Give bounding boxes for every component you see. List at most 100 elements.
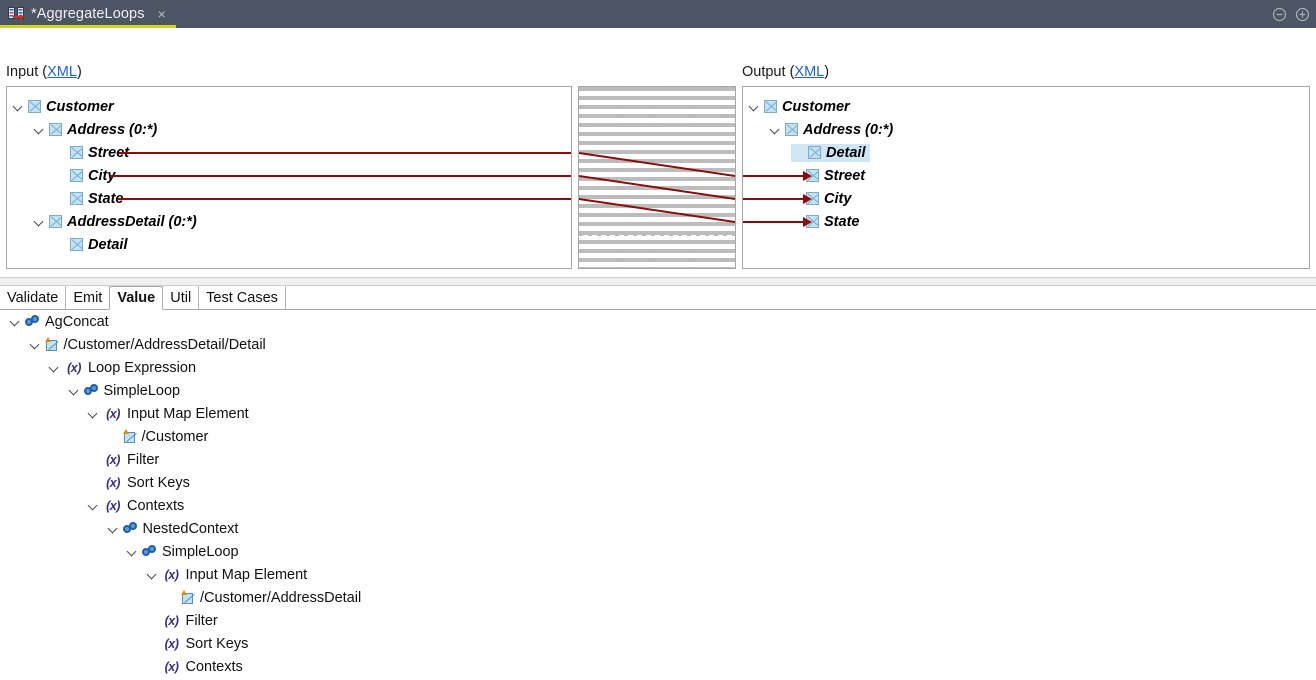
expression-icon: (x) (164, 636, 179, 651)
tree-row[interactable]: Address (0:*) (770, 118, 893, 141)
tab-value[interactable]: Value (109, 286, 164, 310)
grid-line-vertical (616, 87, 617, 268)
expression-node-label: Input Map Element (185, 566, 308, 583)
output-format-link[interactable]: XML (794, 64, 825, 80)
expression-tree-row[interactable]: (x)Loop Expression (49, 356, 196, 379)
chevron-down-icon[interactable] (749, 101, 760, 112)
expression-icon: (x) (67, 360, 81, 375)
expression-node-label: Contexts (185, 658, 243, 675)
chevron-down-icon[interactable] (127, 546, 138, 557)
element-icon (764, 100, 777, 113)
expression-tree-row[interactable]: (x)Input Map Element (147, 563, 308, 586)
chevron-down-icon[interactable] (147, 569, 158, 580)
expression-tree-row[interactable]: (x)Filter (147, 609, 218, 632)
input-format-link[interactable]: XML (47, 64, 77, 80)
expression-tree-row[interactable]: AgConcat (10, 310, 109, 333)
grid-line-vertical (579, 87, 580, 268)
output-label-text: Output (742, 64, 786, 80)
active-tab-indicator (0, 25, 176, 28)
close-icon[interactable]: × (157, 6, 166, 22)
expression-tree-row[interactable]: NestedContext (108, 517, 238, 540)
expression-icon: (x) (164, 659, 179, 674)
expression-tree[interactable]: AgConcat/Customer/AddressDetail/Detail (x… (0, 310, 1316, 680)
chevron-down-icon[interactable] (34, 216, 45, 227)
link-icon (25, 315, 40, 328)
chevron-down-icon[interactable] (108, 523, 119, 534)
expression-tree-row[interactable]: SimpleLoop (127, 540, 239, 563)
map-element-icon (181, 590, 195, 604)
chevron-down-icon[interactable] (34, 124, 45, 135)
pane-divider[interactable] (0, 277, 1316, 286)
twisty-spacer (55, 193, 66, 204)
tree-node-label: Street (824, 167, 866, 184)
link-icon (142, 545, 157, 558)
tab-label: Test Cases (206, 289, 278, 306)
twisty-spacer (88, 477, 99, 488)
connector-canvas[interactable] (578, 86, 736, 269)
expression-node-label: Sort Keys (185, 635, 249, 652)
tree-row[interactable]: Street (55, 141, 129, 164)
tree-node-label: Address (0:*) (803, 121, 894, 138)
tree-node-label: City (88, 167, 116, 184)
tab-util[interactable]: Util (162, 286, 200, 309)
minimize-icon[interactable] (1272, 7, 1287, 22)
expression-node-label: Contexts (127, 497, 185, 514)
connector-line-target (743, 175, 805, 177)
connector-line-source (117, 198, 571, 200)
tree-node-label: Street (88, 144, 130, 161)
expression-tree-row[interactable]: (x)Filter (88, 448, 159, 471)
expression-tree-row[interactable]: SimpleLoop (69, 379, 180, 402)
chevron-down-icon[interactable] (69, 385, 80, 396)
tree-row[interactable]: Customer (749, 95, 850, 118)
grid-line-vertical (653, 87, 654, 268)
expression-node-label: /Customer/AddressDetail/Detail (63, 336, 266, 353)
expression-tree-row[interactable]: /Customer/AddressDetail/Detail (30, 333, 266, 356)
map-element-icon (44, 337, 59, 351)
tab-test-cases[interactable]: Test Cases (198, 286, 286, 309)
tree-row[interactable]: Detail (55, 233, 128, 256)
grid-line-vertical (727, 87, 728, 268)
chevron-down-icon[interactable] (770, 124, 781, 135)
tree-row[interactable]: Detail (791, 141, 870, 164)
expression-tree-row[interactable]: (x) Sort Keys (147, 632, 249, 655)
expression-node-label: /Customer/AddressDetail (200, 589, 362, 606)
tree-row[interactable]: Address (0:*) (34, 118, 157, 141)
connector-grid (579, 87, 735, 268)
tree-row[interactable]: State (55, 187, 123, 210)
element-icon (70, 146, 83, 159)
chevron-down-icon[interactable] (88, 500, 99, 511)
expression-tree-row[interactable]: (x) Contexts (147, 655, 243, 678)
element-icon (28, 100, 41, 113)
expression-node-label: /Customer (141, 428, 209, 445)
grid-line-horizontal (579, 161, 735, 162)
tree-node-label: City (824, 190, 852, 207)
tree-row[interactable]: Customer (13, 95, 114, 118)
maximize-icon[interactable] (1295, 7, 1310, 22)
chevron-down-icon[interactable] (10, 316, 21, 327)
chevron-down-icon[interactable] (13, 101, 24, 112)
chevron-down-icon[interactable] (30, 339, 41, 350)
tab-label: Value (117, 290, 156, 306)
expression-tree-row[interactable]: /Customer (108, 425, 209, 448)
tree-row[interactable]: City (55, 164, 115, 187)
expression-tree-row[interactable]: (x)Sort Keys (88, 471, 190, 494)
tab-emit[interactable]: Emit (65, 286, 111, 309)
expression-tree-row[interactable]: (x)Input Map Element (88, 402, 249, 425)
link-icon (83, 384, 99, 397)
expression-tree-row[interactable]: /Customer/AddressDetail (166, 586, 361, 609)
document-tab[interactable]: *AggregateLoops × (0, 0, 176, 28)
chevron-down-icon[interactable] (88, 408, 99, 419)
expression-icon: (x) (106, 452, 120, 467)
tree-row[interactable]: AddressDetail (0:*) (34, 210, 197, 233)
tab-validate[interactable]: Validate (0, 286, 67, 309)
connector-line-source (119, 152, 571, 154)
element-icon (49, 215, 62, 228)
expression-tree-row[interactable]: (x)Contexts (88, 494, 184, 517)
chevron-down-icon[interactable] (49, 362, 60, 373)
element-icon (808, 146, 821, 159)
connector-arrowhead-icon (803, 171, 812, 181)
selected-node-highlight: Detail (791, 143, 870, 162)
